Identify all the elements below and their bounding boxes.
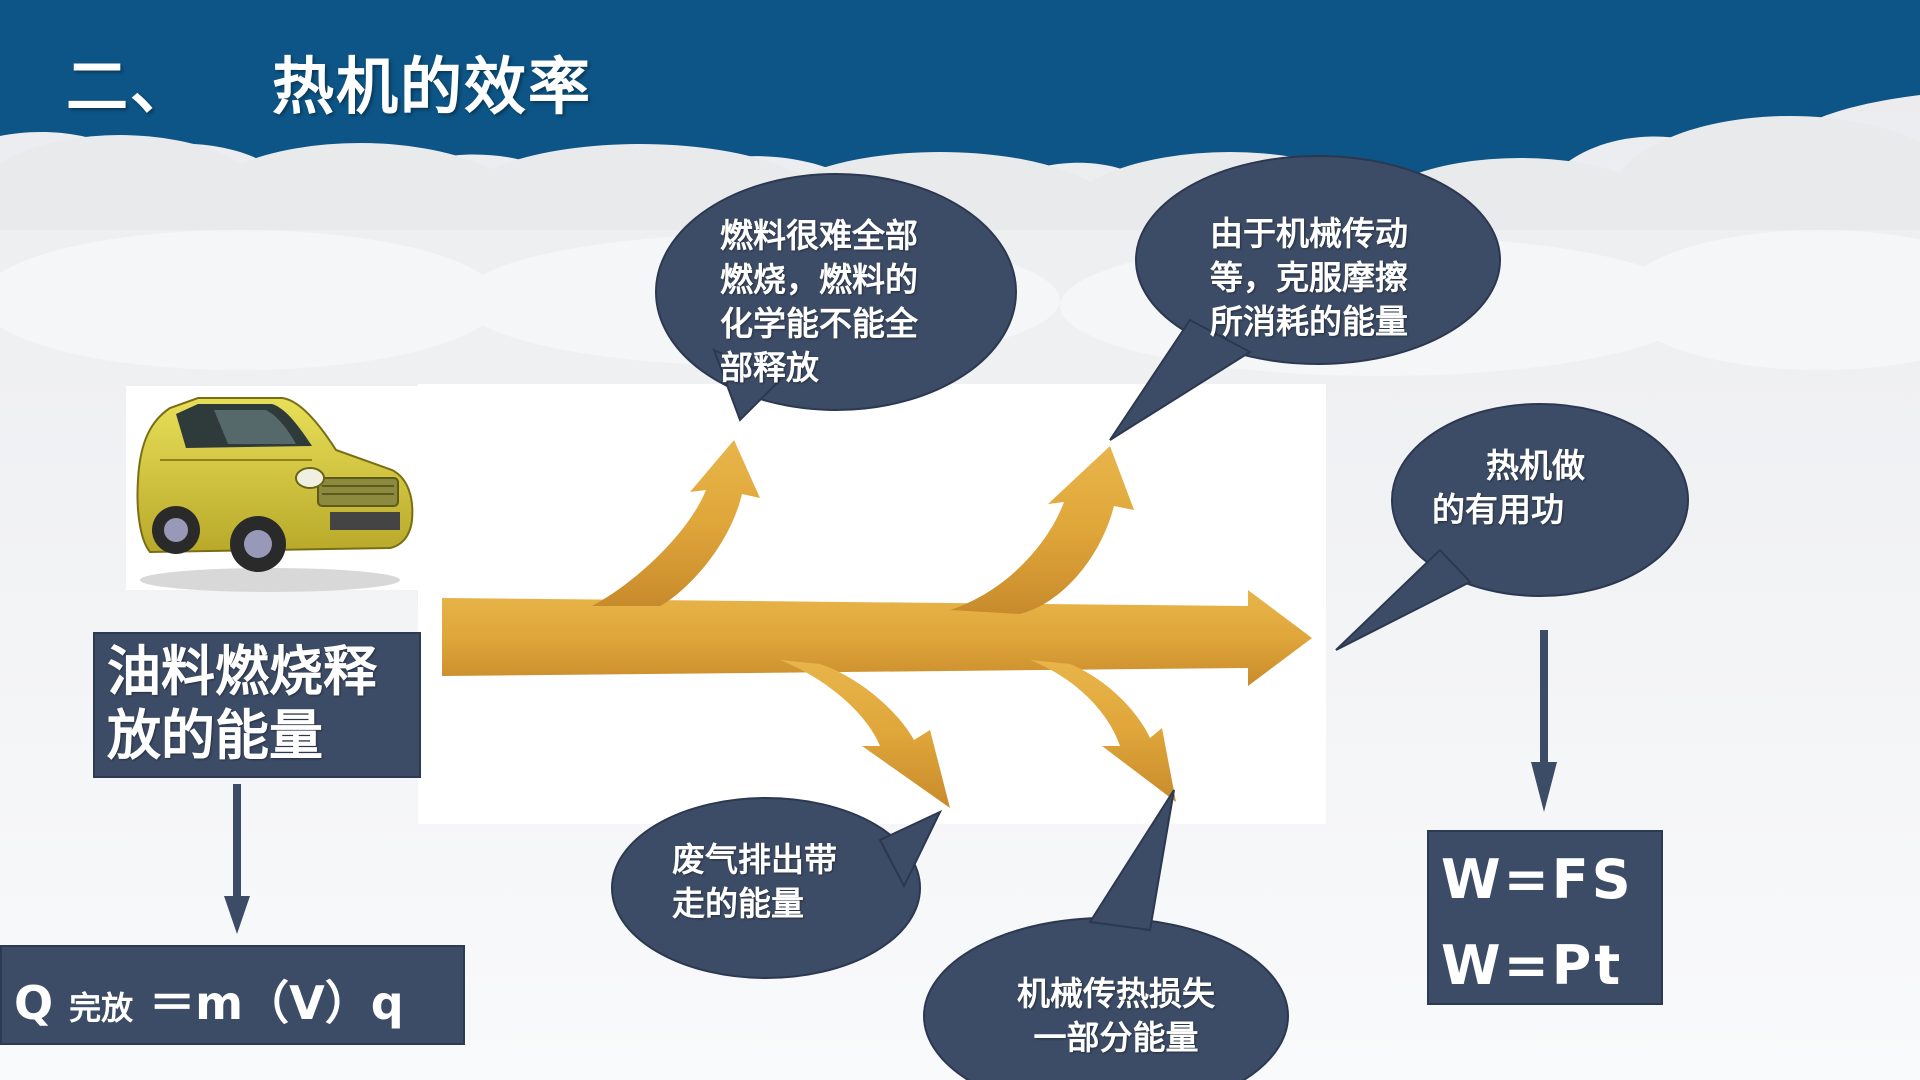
energy-flow-arrows [442, 440, 1312, 808]
branch-up-fuel [592, 440, 760, 606]
bubble-heat-loss-text: 机械传热损失 一部分能量 [996, 972, 1236, 1060]
bubble-line: 废气排出带 [672, 840, 837, 879]
bubble-line: 走的能量 [672, 884, 804, 923]
main-arrow [442, 590, 1312, 686]
bubble-useful-work-text: 热机做 的有用功 [1432, 444, 1652, 532]
bubble-line: 一部分能量 [1033, 1018, 1199, 1057]
fuel-energy-line: 油料燃烧释 [107, 640, 377, 703]
bubble-friction [1109, 155, 1501, 441]
bubble-line: 的有用功 [1432, 490, 1564, 529]
title-text: 热机的效率 [272, 50, 593, 123]
formula-q-rest: ＝m（V）q [149, 976, 404, 1030]
branch-down-exhaust [780, 660, 950, 808]
work-formula-pt: W=Pt [1441, 934, 1624, 997]
formula-q-subscript: 完放 [69, 989, 134, 1027]
work-formula-fs: W=FS [1441, 848, 1634, 911]
bubble-exhaust-text: 废气排出带 走的能量 [672, 838, 872, 926]
down-arrow-right [1531, 630, 1557, 812]
fuel-energy-label: 油料燃烧释 放的能量 [107, 640, 417, 768]
car-image [136, 397, 414, 592]
formula-q-symbol: Q [14, 976, 54, 1030]
bubble-line: 热机做 [1486, 446, 1585, 485]
bubble-heat-loss [923, 789, 1289, 1080]
heat-formula-box: Q 完放 ＝m（V）q [0, 945, 465, 1045]
down-arrow-left [224, 784, 250, 934]
work-formula-box: W=FS W=Pt [1427, 830, 1663, 1005]
fuel-energy-box: 油料燃烧释 放的能量 [93, 632, 421, 778]
header-band [0, 0, 1920, 190]
bubble-friction-text: 由于机械传动 等，克服摩擦 所消耗的能量 [1210, 212, 1450, 344]
branch-down-heat [1030, 660, 1176, 802]
branch-up-friction [950, 446, 1134, 614]
bubble-useful-work [1335, 403, 1689, 651]
bubble-line: 部释放 [720, 348, 819, 387]
bubble-line: 燃料很难全部 [720, 216, 918, 255]
bubble-line: 等，克服摩擦 [1210, 258, 1408, 297]
section-number: 二、 [66, 50, 195, 123]
bubble-exhaust [611, 797, 943, 979]
heat-formula: Q 完放 ＝m（V）q [14, 967, 404, 1033]
bubble-line: 燃烧，燃料的 [720, 260, 918, 299]
page-title: 二、 热机的效率 [66, 36, 592, 126]
bubble-fuel-unburned [655, 173, 1017, 422]
bubble-line: 所消耗的能量 [1210, 302, 1408, 341]
bubble-line: 由于机械传动 [1210, 214, 1408, 253]
bubble-line: 化学能不能全 [720, 304, 918, 343]
bubble-fuel-unburned-text: 燃料很难全部 燃烧，燃料的 化学能不能全 部释放 [720, 214, 960, 390]
fuel-energy-line: 放的能量 [107, 704, 323, 767]
bubble-line: 机械传热损失 [1017, 974, 1215, 1013]
